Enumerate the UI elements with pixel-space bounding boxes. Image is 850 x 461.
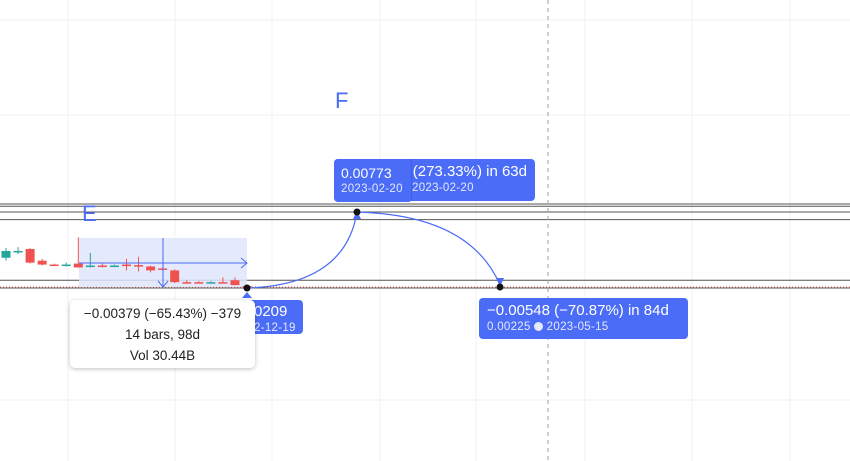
candle — [230, 277, 240, 286]
candle-body — [49, 264, 59, 267]
candle — [13, 247, 23, 255]
candle-body — [194, 282, 204, 284]
candle — [97, 263, 107, 268]
candle-body — [13, 250, 23, 253]
candle — [61, 262, 71, 267]
candle-body — [61, 264, 71, 267]
candle-body — [230, 280, 240, 286]
projection-curves — [246, 211, 501, 289]
wave-label-e: E — [82, 201, 97, 226]
candle — [109, 264, 119, 268]
candle-body — [1, 250, 11, 258]
candle-body — [109, 265, 119, 268]
candle-body — [25, 249, 35, 263]
candle — [122, 258, 131, 271]
high-point-date: 2023-02-20 — [341, 183, 403, 195]
anchor-point-high[interactable] — [353, 208, 361, 216]
candle — [49, 263, 59, 267]
candle-body — [170, 270, 180, 283]
candle-body — [85, 265, 95, 268]
candle — [194, 281, 204, 284]
leg-up-date: 2023-02-20 — [412, 182, 474, 194]
leg-down-label: −0.00548 (−70.87%) in 84d 0.00225 2023-0… — [479, 298, 688, 339]
candle — [170, 269, 180, 284]
leg-down-date: 2023-05-15 — [546, 321, 609, 333]
anchor-point-target[interactable] — [496, 283, 504, 291]
leg-down-price: 0.00225 — [487, 321, 531, 333]
range-bars: 14 bars, 98d — [124, 327, 201, 342]
candle — [25, 248, 35, 264]
anchor-point-low[interactable] — [243, 284, 251, 292]
low-point-price: 0209 — [254, 303, 288, 320]
range-arrows — [79, 238, 248, 288]
low-point-date: 2-12-19 — [254, 322, 296, 334]
range-change: −0.00379 (−65.43%) −379 — [83, 306, 242, 321]
high-point-label: 0.00773 2023-02-20 — [334, 159, 411, 202]
candle — [37, 258, 47, 266]
leg-down-change: −0.00548 (−70.87%) in 84d — [487, 302, 669, 319]
candle-body — [206, 282, 216, 284]
candle — [182, 280, 192, 284]
range-tooltip: −0.00379 (−65.43%) −379 14 bars, 98d Vol… — [70, 300, 255, 368]
leg-down-meta: 0.00225 2023-05-15 — [487, 320, 688, 334]
wave-label-f: F — [335, 88, 349, 113]
candle-body — [73, 263, 83, 268]
candle — [206, 281, 216, 284]
candle — [134, 256, 144, 272]
range-volume: Vol 30.44B — [129, 348, 196, 363]
horizontal-levels — [0, 203, 850, 289]
high-point-price: 0.00773 — [341, 165, 392, 181]
candle-body — [182, 282, 192, 284]
candle — [85, 252, 95, 268]
candle — [73, 237, 83, 268]
candle-body — [122, 264, 131, 267]
candle-body — [134, 265, 144, 267]
candle-body — [37, 260, 47, 265]
candle-body — [97, 265, 107, 268]
clock-icon — [534, 322, 544, 331]
candle-body — [218, 282, 228, 284]
curve-arrowheads — [242, 211, 504, 298]
candles — [1, 237, 252, 288]
leg-up-change: (273.33%) in 63d — [412, 163, 527, 180]
candle-body — [146, 266, 156, 271]
candle — [1, 248, 11, 261]
candle — [218, 277, 228, 284]
candle — [146, 265, 156, 273]
